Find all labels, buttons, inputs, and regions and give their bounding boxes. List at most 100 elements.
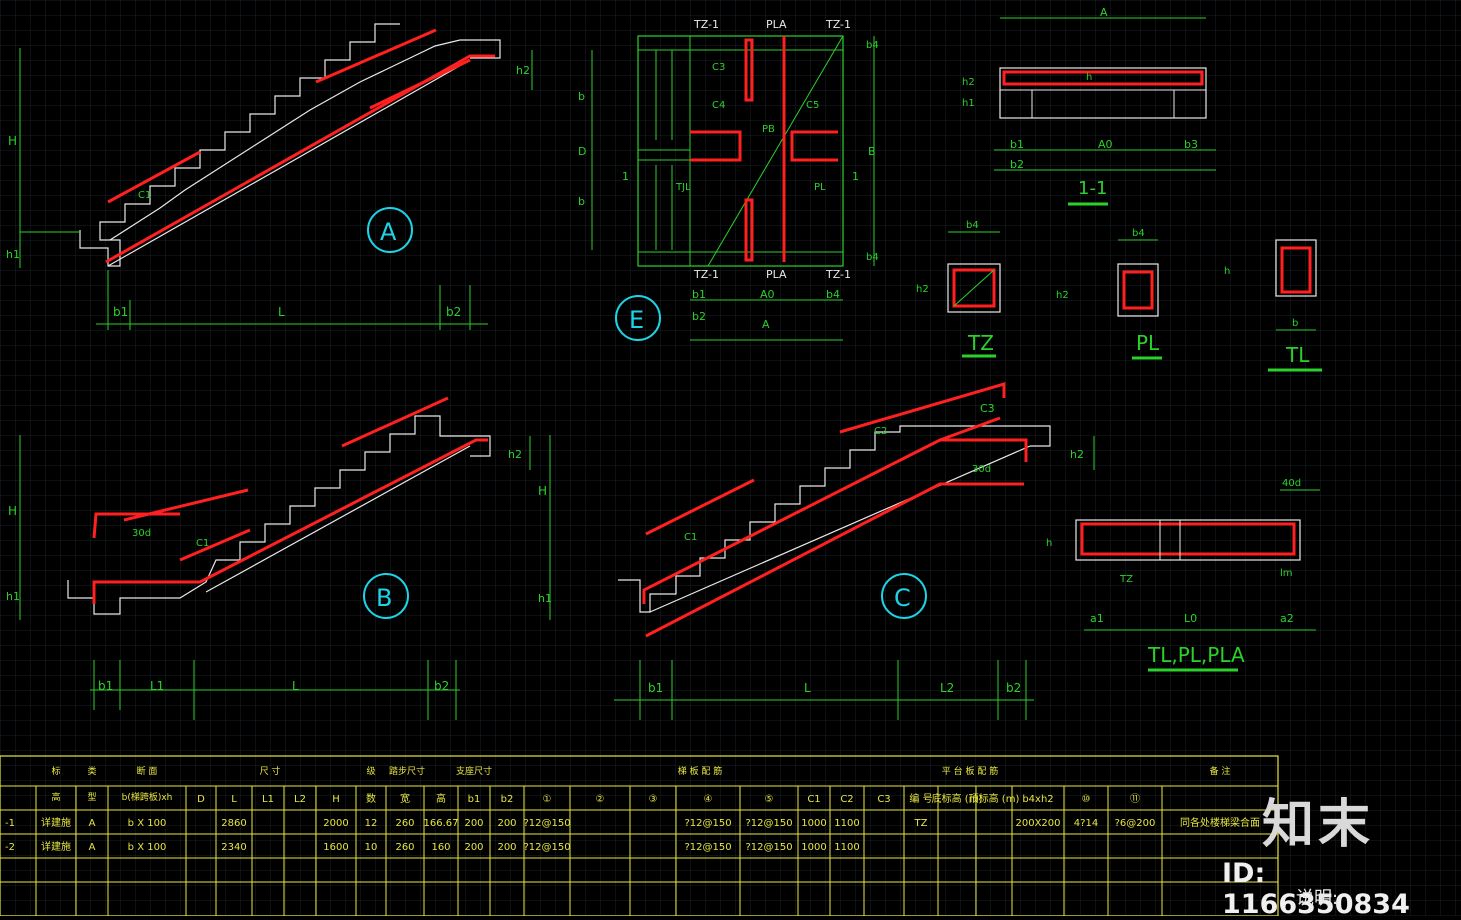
rebar-1-1 (1002, 70, 1204, 86)
view-c-label: C (894, 584, 911, 612)
plan-e-PB-label: PB (762, 124, 775, 135)
table-cell-1-20: 1100 (834, 842, 859, 853)
table-header-4: 级 (366, 765, 375, 777)
view-a-marker (367, 207, 413, 253)
view-b-label: B (376, 584, 392, 612)
plan-e-cut-left: 1 (622, 170, 629, 183)
table-header-2: 断 面 (137, 765, 158, 777)
stair-b-slab (205, 445, 471, 593)
table-cell-1-12: 200 (464, 842, 483, 853)
table-cell-0-2: A (89, 818, 96, 829)
table-header-0: 标 (51, 765, 60, 777)
plan-e-A0-label: A0 (760, 288, 775, 301)
detail-tl: h b TL (1224, 239, 1322, 372)
table-cell-0-13: 200 (497, 818, 516, 829)
rebar-a-4 (369, 58, 471, 110)
table-subheader-18: 编 号 (909, 792, 932, 805)
table-cell-0-27: ?6@200 (1115, 818, 1156, 829)
plan-e-b2-label: b (578, 195, 585, 208)
table-cell-1-0: -2 (5, 842, 15, 853)
rebar-e-h1 (690, 130, 742, 162)
plan-e-b4-label: b4 (826, 288, 840, 301)
detail-tz-h2-label: h2 (916, 284, 929, 295)
dim-b-b2-label: b2 (434, 679, 449, 693)
rebar-b-4 (341, 396, 449, 448)
brand-logo: 知末 (1262, 795, 1375, 855)
plan-e-cut-right: 1 (852, 170, 859, 183)
detail-tz: b4 h2 TZ (916, 220, 1001, 358)
rebar-a-1 (105, 54, 495, 264)
table-cell-1-3: b X 100 (128, 842, 167, 853)
stair-a-steps (109, 39, 501, 241)
table-subheader-21: b4xh2 (1022, 794, 1053, 805)
table-header-b-0: 高 (51, 791, 60, 803)
table-cell-1-8: 1600 (323, 842, 348, 853)
plan-e-PL-label: PL (814, 182, 826, 193)
table-cell-1-10: 260 (395, 842, 414, 853)
section-1-1-h2-label: h2 (962, 77, 975, 88)
table-subheader-11: ② (596, 794, 605, 805)
plan-e-bottom-label-2: PLA (766, 268, 787, 281)
rebar-pl (1122, 270, 1154, 310)
stair-b-outline (67, 415, 491, 615)
table-cell-0-8: 2000 (323, 818, 348, 829)
table-subheader-8: b1 (468, 794, 481, 805)
table-cell-0-20: 1100 (834, 818, 859, 829)
table-subheader-19: 底标高 (m) (932, 792, 983, 805)
view-b-marker (363, 573, 409, 619)
stair-view-a: H h1 h2 b1 L b2 C1 A (6, 23, 533, 330)
dim-c-h2-label: h2 (1070, 448, 1084, 461)
table-subheader-5: 数 (366, 792, 376, 805)
dim-b-L-label: L (292, 679, 299, 693)
dim-a-H-label: H (8, 134, 17, 148)
stair-c-slab (649, 445, 1031, 613)
table-header-6: 支座尺寸 (456, 765, 492, 777)
detail-pl: b4 h2 PL (1056, 228, 1162, 360)
detail-pl-title: PL (1136, 331, 1160, 355)
table-cell-0-12: 200 (464, 818, 483, 829)
table-cell-1-18: ?12@150 (745, 842, 792, 853)
stair-view-b: H h1 h2 b1 L1 L b2 30d C1 B (6, 396, 531, 720)
section-1-1-b2-label: b2 (1010, 158, 1024, 171)
plan-e-top-label-3: TZ-1 (825, 18, 851, 31)
plan-e-C3-label: C3 (712, 62, 725, 73)
section-1-1-b1-label: b1 (1010, 138, 1024, 151)
table-header-9: 备 注 (1210, 765, 1231, 777)
detail-tl-pl-pla: 40d h TZ lm a1 L0 a2 TL,PL,PLA (1046, 478, 1320, 672)
dim-b-b1-label: b1 (98, 679, 113, 693)
table-subheader-1: L (231, 794, 237, 805)
plan-e-top-label-1: TZ-1 (693, 18, 719, 31)
table-subheader-14: ⑤ (765, 794, 774, 805)
dim-a-h1-label: h1 (6, 248, 20, 261)
table-subheader-10: ① (543, 794, 552, 805)
plan-e-b1-label: b1 (692, 288, 706, 301)
table-cell-1-14: ?12@150 (523, 842, 570, 853)
plan-view-e: TZ-1 PLA TZ-1 TZ-1 PLA TZ-1 b D b C3 C4 … (578, 18, 879, 341)
dim-c-C2-label: C2 (874, 426, 887, 437)
detail-tl-title: TL (1285, 343, 1310, 367)
table-cell-0-0: -1 (5, 818, 15, 829)
table-cell-1-1: 详建施 (41, 840, 71, 853)
table-header-7: 梯 板 配 筋 (678, 765, 723, 777)
table-cell-0-28: 同各处楼梯梁合面 (1180, 816, 1260, 829)
table-cell-0-17: ?12@150 (684, 818, 731, 829)
detail-tlpl-a1-label: a1 (1090, 612, 1104, 625)
table-header-3: 尺 寸 (260, 765, 281, 777)
table-cell-0-25: 200X200 (1015, 818, 1060, 829)
detail-tlpl-TZ-label: TZ (1119, 574, 1133, 585)
table-subheader-20: 顶标高 (m) (969, 792, 1020, 805)
section-1-1-title: 1-1 (1078, 178, 1107, 199)
note-label: 说明: (1296, 888, 1339, 909)
table-header-5: 踏步尺寸 (389, 765, 425, 777)
plan-e-b2-dim-label: b2 (692, 310, 706, 323)
rebar-b-3 (123, 488, 249, 522)
table-cell-0-10: 260 (395, 818, 414, 829)
section-1-1-h-label: h (1086, 72, 1092, 83)
stair-a-outline (79, 23, 400, 267)
dim-c-L2-label: L2 (940, 681, 954, 695)
detail-tz-b4-label: b4 (966, 220, 979, 231)
stair-c-outline (618, 425, 1051, 613)
dim-a-L-label: L (278, 305, 285, 319)
rebar-tz (952, 268, 996, 308)
